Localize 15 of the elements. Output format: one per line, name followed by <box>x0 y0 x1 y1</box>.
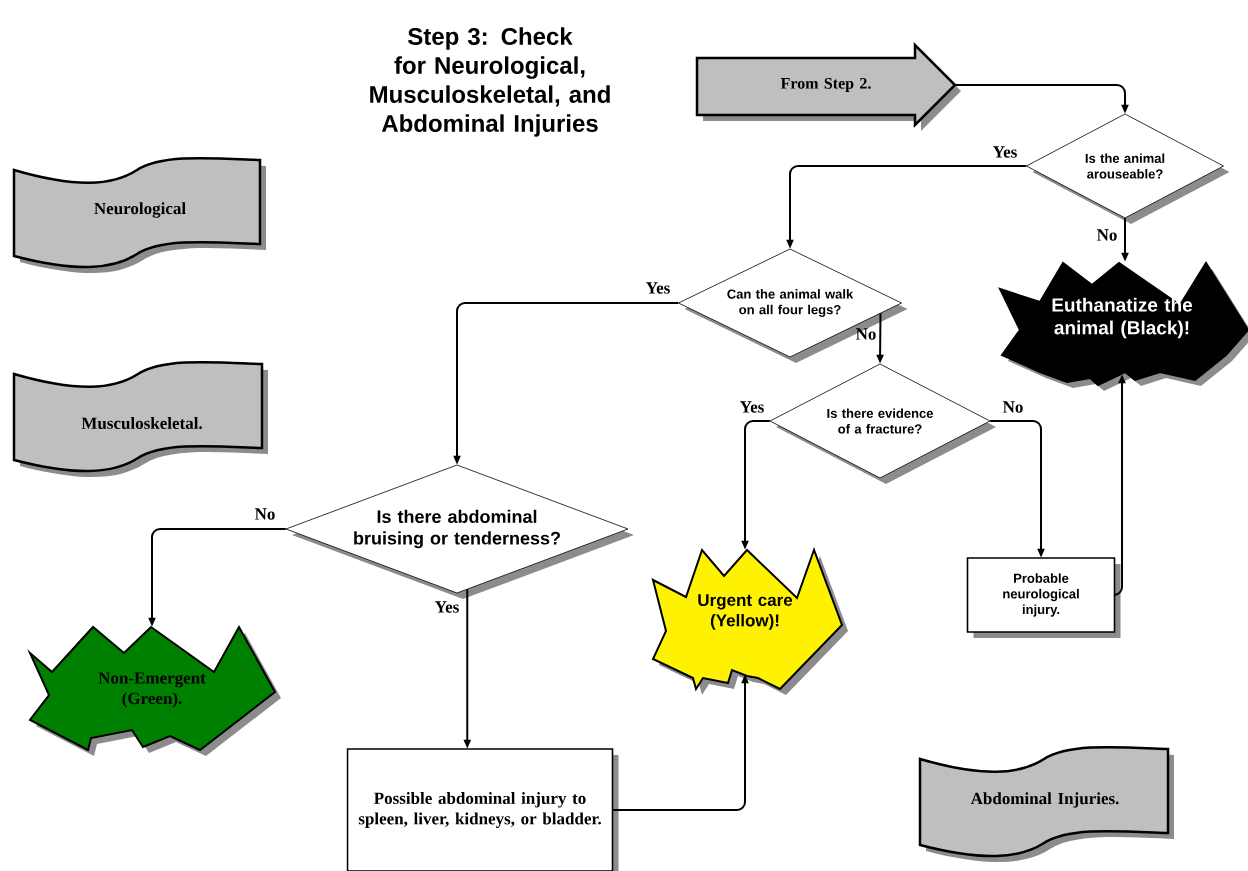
edge-label: Yes <box>435 601 459 613</box>
edge-label: No <box>855 328 876 340</box>
title: Step 3: Check for Neurological, Musculoskeletal, and Abdominal Injuries <box>370 27 610 137</box>
edge-label: Yes <box>993 146 1017 158</box>
banner: Musculoskeletal. <box>12 360 268 477</box>
process-box: Probable neurological injury. <box>966 557 1121 638</box>
process-box: Possible abdominal injury to spleen, liver, kidneys, or bladder. <box>346 748 619 871</box>
starburst: Urgent care (Yellow)! <box>651 547 848 695</box>
edge-label: No <box>254 508 275 520</box>
edge-label: No <box>1002 401 1023 413</box>
banner: Neurological <box>12 156 266 273</box>
edge-label: Yes <box>646 282 670 294</box>
edge-label: No <box>1096 229 1117 241</box>
banner: Abdominal Injuries. <box>918 745 1174 862</box>
edge-label: Yes <box>740 401 764 413</box>
